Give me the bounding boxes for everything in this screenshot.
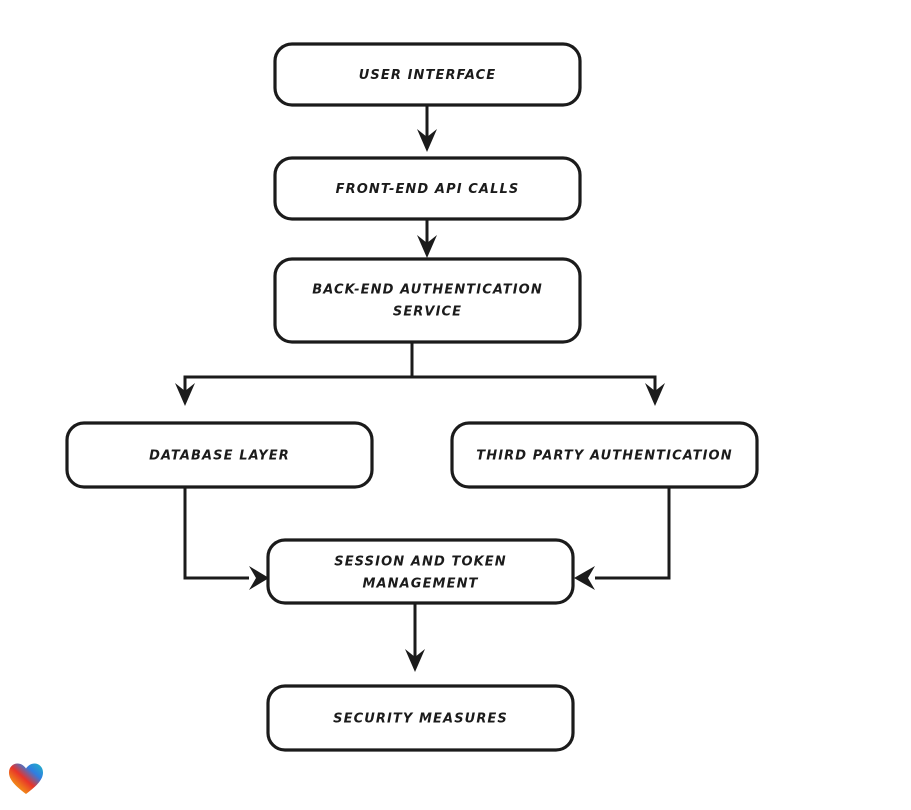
edge-line — [183, 342, 414, 391]
node-shape[interactable] — [65, 421, 374, 489]
node-label-user-interface: USER INTERFACE — [359, 68, 497, 83]
arrow-head-icon — [249, 566, 269, 590]
edge-line — [595, 487, 671, 580]
edge-backend-to-db — [175, 342, 414, 406]
node-shape[interactable] — [273, 156, 582, 221]
node-shape[interactable] — [266, 684, 575, 752]
edge-third-to-session — [574, 487, 671, 590]
node-back-end-auth-service[interactable]: BACK-END AUTHENTICATION SERVICE — [273, 257, 582, 344]
edge-db-to-session — [183, 487, 269, 590]
edge-line — [183, 487, 249, 580]
node-security-measures[interactable]: SECURITY MEASURES — [266, 684, 575, 752]
edge-ui-to-api — [417, 105, 437, 152]
heart-shape — [9, 763, 43, 794]
node-session-token-mgmt[interactable]: SESSION AND TOKEN MANAGEMENT — [266, 538, 575, 605]
node-user-interface[interactable]: USER INTERFACE — [273, 42, 582, 107]
arrow-head-icon — [417, 129, 437, 152]
arrow-head-icon — [405, 649, 425, 672]
arrow-head-icon — [175, 383, 195, 406]
node-label-third-party-auth: THIRD PARTY AUTHENTICATION — [476, 449, 732, 464]
edge-line — [410, 342, 657, 391]
node-label-back-end-auth-service-line1: BACK-END AUTHENTICATION — [312, 283, 543, 298]
node-shape[interactable] — [273, 42, 582, 107]
node-label-session-token-mgmt-line1: SESSION AND TOKEN — [334, 555, 507, 570]
edge-api-to-backend — [417, 219, 437, 258]
heart-icon — [9, 763, 43, 794]
arrow-head-icon — [645, 383, 665, 406]
node-front-end-api-calls[interactable]: FRONT-END API CALLS — [273, 156, 582, 221]
node-database-layer[interactable]: DATABASE LAYER — [65, 421, 374, 489]
node-shape[interactable] — [273, 257, 582, 344]
node-shape[interactable] — [450, 421, 759, 489]
node-label-database-layer: DATABASE LAYER — [149, 449, 290, 464]
node-shape[interactable] — [266, 538, 575, 605]
node-label-front-end-api-calls: FRONT-END API CALLS — [336, 182, 520, 197]
node-label-security-measures: SECURITY MEASURES — [333, 712, 508, 727]
node-label-back-end-auth-service-line2: SERVICE — [393, 305, 462, 320]
edge-backend-to-third — [410, 342, 665, 406]
node-third-party-auth[interactable]: THIRD PARTY AUTHENTICATION — [450, 421, 759, 489]
node-label-session-token-mgmt-line2: MANAGEMENT — [362, 577, 478, 592]
edge-session-to-security — [405, 603, 425, 672]
arrow-head-icon — [417, 235, 437, 258]
arrow-head-icon — [574, 566, 595, 590]
